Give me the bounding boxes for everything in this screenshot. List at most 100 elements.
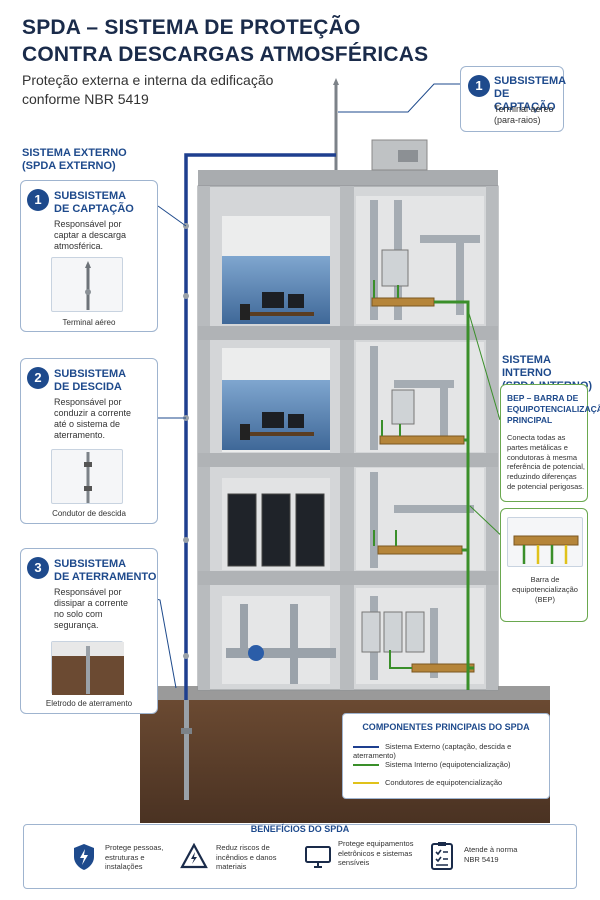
internal-conductor [434, 300, 470, 690]
benefit-item: Protege pessoas, estruturas e instalaçõe… [72, 841, 202, 881]
title-line-2: CONTRA DESCARGAS ATMOSFÉRICAS [22, 43, 429, 66]
bep-caption-line: (BEP) [534, 595, 555, 604]
warning-bolt-icon [180, 842, 208, 874]
card-text: Responsável por captar a descarga atmosf… [54, 219, 126, 252]
thumbnail-caption: Terminal aéreo [62, 318, 116, 327]
legend-label: Condutores de equipotencialização [385, 778, 503, 787]
legend-label: Sistema Interno (equipotencialização) [385, 760, 511, 769]
legend-title: COMPONENTES PRINCIPAIS DO SPDA [362, 722, 530, 732]
legend-swatch-blue [353, 746, 379, 749]
benefit-item: Protege equipamentos eletrônicos e siste… [304, 839, 444, 881]
callout-text-line-1: Terminal aéreo [494, 104, 554, 114]
benefit-text-line: instalações [105, 862, 143, 871]
benefit-text: Reduz riscos de incêndios e danos materi… [216, 843, 276, 872]
capture-subsystem-card: 1 SUBSISTEMA DE CAPTAÇÃO Responsável por… [20, 180, 158, 332]
benefit-text-line: Protege pessoas, [105, 843, 164, 852]
card-text-line: conduzir a corrente [54, 408, 132, 418]
legend-swatch-yellow [353, 782, 379, 785]
benefit-text-line: NBR 5419 [464, 854, 499, 864]
thumbnail-caption: Eletrodo de aterramento [45, 699, 133, 708]
ground-electrode [184, 700, 189, 800]
subtitle-line-2: conforme NBR 5419 [22, 91, 149, 107]
card-text: Responsável por dissipar a corrente no s… [54, 587, 128, 631]
benefits-title: BENEFÍCIOS DO SPDA [250, 824, 350, 834]
benefit-text-line: Protege equipamentos [338, 839, 414, 848]
external-system-label: SISTEMA EXTERNO (SPDA EXTERNO) [22, 147, 127, 173]
card-text: Responsável por conduzir a corrente até … [54, 397, 131, 441]
monitor-icon [304, 845, 332, 874]
bep-title-line: BEP – BARRA DE [507, 393, 579, 403]
external-label-line-1: SISTEMA EXTERNO [22, 147, 127, 159]
bep-caption-line: equipotencialização [512, 585, 578, 594]
bep-caption-line: Barra de [530, 575, 560, 584]
callout-title-line-2: DE CAPTAÇÃO [494, 88, 556, 113]
callout-text-line-2: (para-raios) [494, 115, 541, 125]
benefit-text-line: Atende à norma [464, 845, 518, 854]
bep-text: Conecta todas as partes metálicas e cond… [507, 433, 585, 492]
benefit-text: Protege equipamentos eletrônicos e siste… [338, 839, 413, 868]
legend-item-internal: Sistema Interno (equipotencialização) [353, 760, 511, 769]
bep-title-line: PRINCIPAL [507, 415, 553, 425]
card-title: SUBSISTEMA DE ATERRAMENTO [54, 558, 156, 584]
card-text-line: atmosférica. [54, 241, 104, 251]
card-title-line-1: SUBSISTEMA [54, 190, 127, 202]
page-title: SPDA – SISTEMA DE PROTEÇÃO CONTRA DESCAR… [22, 14, 428, 68]
components-legend: COMPONENTES PRINCIPAIS DO SPDA Sistema E… [342, 713, 550, 799]
card-text-line: segurança. [54, 620, 99, 630]
card-title: SUBSISTEMA DE DESCIDA [54, 368, 126, 394]
benefit-item: Reduz riscos de incêndios e danos materi… [180, 841, 310, 881]
card-title: SUBSISTEMA DE CAPTAÇÃO [54, 190, 134, 216]
top-capture-callout: 1 SUBSISTEMA DE CAPTAÇÃO Terminal aéreo … [460, 66, 567, 132]
step-number: 1 [468, 75, 490, 97]
card-text-line: no solo com [54, 609, 103, 619]
bep-card: BEP – BARRA DE EQUIPOTENCIALIZAÇÃO PRINC… [500, 384, 600, 502]
bep-title-line: EQUIPOTENCIALIZAÇÃO [507, 404, 600, 414]
benefit-text-line: materiais [216, 862, 247, 871]
bep-text-line: condutoras à mesma [507, 452, 578, 462]
thumbnail-caption: Condutor de descida [52, 509, 126, 518]
card-text-line: dissipar a corrente [54, 598, 129, 608]
benefit-item: Atende à norma NBR 5419 [430, 841, 550, 881]
legend-item-bonding: Condutores de equipotencialização [353, 778, 502, 787]
bep-thumbnail-card: Barra de equipotencialização (BEP) [500, 508, 588, 622]
bep-text-line: referência de potencial, [507, 462, 585, 472]
bep-bar-thumbnail [507, 517, 583, 567]
internal-label-line-1: SISTEMA INTERNO [502, 354, 552, 379]
shield-bolt-icon [72, 843, 96, 876]
card-title-line-2: DE ATERRAMENTO [54, 571, 157, 583]
card-text-line: Responsável por [54, 397, 122, 407]
card-title-line-1: SUBSISTEMA [54, 558, 127, 570]
card-title-line-1: SUBSISTEMA [54, 368, 127, 380]
step-number: 2 [27, 367, 49, 389]
card-text-line: Responsável por [54, 219, 122, 229]
benefit-text: Protege pessoas, estruturas e instalaçõe… [105, 843, 163, 872]
card-text-line: Responsável por [54, 587, 122, 597]
bep-text-line: de potencial perigosas. [507, 481, 585, 491]
descent-subsystem-card: 2 SUBSISTEMA DE DESCIDA Responsável por … [20, 358, 158, 524]
card-text-line: captar a descarga [54, 230, 127, 240]
card-text-line: aterramento. [54, 430, 106, 440]
callout-text: Terminal aéreo (para-raios) [494, 104, 554, 126]
benefit-text-line: Reduz riscos de [216, 843, 270, 852]
benefits-panel: BENEFÍCIOS DO SPDA Protege pessoas, estr… [23, 824, 577, 889]
bep-caption: Barra de equipotencialização (BEP) [501, 575, 589, 605]
step-number: 3 [27, 557, 49, 579]
benefit-text-line: estruturas e [105, 852, 145, 862]
air-terminal-thumbnail [51, 257, 123, 312]
subtitle-line-1: Proteção externa e interna da edificação [22, 72, 274, 88]
page-subtitle: Proteção externa e interna da edificação… [22, 71, 273, 109]
title-line-1: SPDA – SISTEMA DE PROTEÇÃO [22, 16, 361, 39]
grounding-electrode-thumbnail [51, 641, 124, 695]
legend-label: Sistema Externo (captação, descida e ate… [353, 742, 512, 760]
benefit-text-line: incêndios e danos [216, 852, 277, 862]
bep-title: BEP – BARRA DE EQUIPOTENCIALIZAÇÃO PRINC… [507, 393, 600, 426]
checklist-icon [430, 841, 454, 876]
legend-swatch-green [353, 764, 379, 767]
benefit-text-line: eletrônicos e sistemas [338, 848, 413, 858]
callout-title-line-1: SUBSISTEMA [494, 75, 567, 87]
step-number: 1 [27, 189, 49, 211]
card-title-line-2: DE DESCIDA [54, 381, 122, 393]
bep-text-line: Conecta todas as [507, 433, 566, 442]
benefit-text: Atende à norma NBR 5419 [464, 845, 517, 864]
